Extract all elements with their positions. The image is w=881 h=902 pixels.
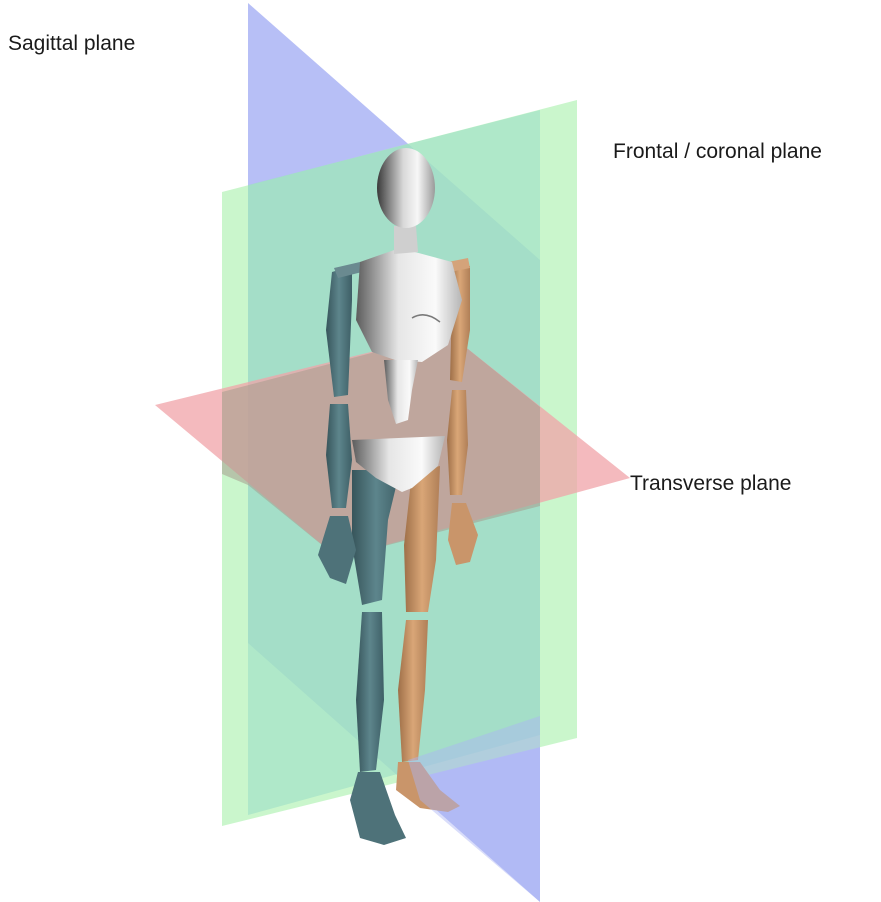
torso	[356, 248, 462, 362]
frontal-plane-label: Frontal / coronal plane	[613, 141, 822, 162]
neck	[394, 226, 418, 254]
sagittal-plane-label: Sagittal plane	[8, 33, 135, 54]
head	[377, 148, 435, 228]
transverse-plane-label: Transverse plane	[630, 473, 791, 494]
